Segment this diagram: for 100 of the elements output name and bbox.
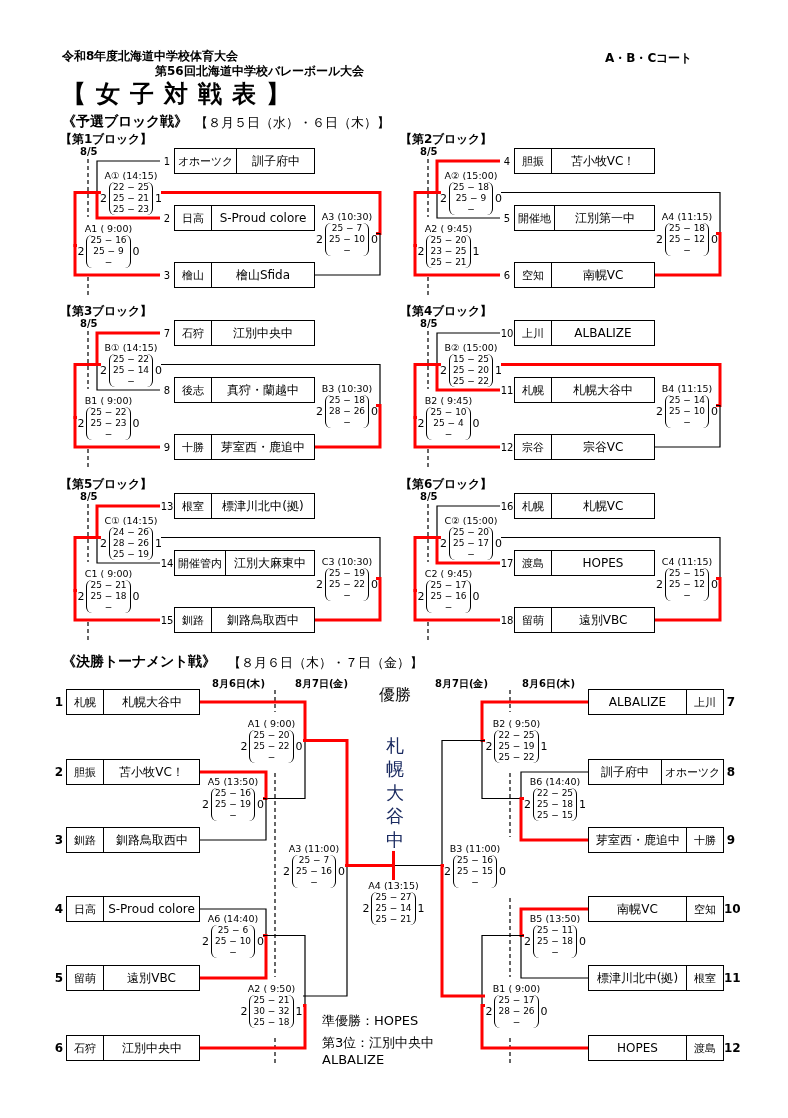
- region-label: 宗谷: [521, 439, 545, 456]
- set-count: 1: [416, 902, 426, 915]
- bracket-line: [413, 536, 441, 592]
- match-label: A② (15:00): [444, 170, 498, 182]
- seed-number: 2: [53, 765, 65, 779]
- bracket-line: [96, 536, 161, 564]
- team-name: 遠別VBC: [551, 608, 654, 632]
- set-score: 25 − 18: [452, 182, 490, 193]
- region-label: 空知: [521, 267, 545, 284]
- set-count: 2: [484, 1005, 494, 1018]
- seed-number: 10: [724, 902, 738, 916]
- set-score: −: [342, 245, 352, 256]
- bracket-line: [519, 907, 588, 937]
- region-label: 釧路: [73, 832, 97, 849]
- set-count: 0: [256, 798, 266, 811]
- header-text: 【８月５日（水）・６日（木）】: [195, 114, 390, 132]
- set-score: 25 − 18: [253, 1017, 290, 1028]
- bracket-line: [73, 416, 160, 449]
- set-count: 2: [654, 405, 664, 418]
- set-count: 2: [416, 417, 426, 430]
- team-name: 札幌大谷中: [551, 378, 654, 402]
- bracket-line: [95, 191, 160, 220]
- set-score: 25 − 22: [253, 741, 290, 752]
- match-label: C3 (10:30): [321, 556, 373, 568]
- team-name: 標津川北中(拠): [211, 494, 314, 518]
- set-score: 25 − 19: [112, 549, 150, 560]
- bracket-line: [160, 536, 381, 580]
- set-score: 25 − 21: [112, 193, 150, 204]
- date-label: 8/5: [80, 491, 98, 502]
- set-score: 25 − 17: [452, 538, 490, 549]
- section-heading: 《予選ブロック戦》: [62, 113, 188, 131]
- result-note: 準優勝：HOPES: [322, 1012, 419, 1030]
- bracket-line: [481, 934, 525, 1007]
- bracket-line: [73, 244, 160, 277]
- section-heading: 《決勝トーナメント戦》: [62, 653, 216, 671]
- team-name: 檜山Sfida: [211, 263, 314, 287]
- set-score: 25 − 12: [668, 234, 706, 245]
- header-text: 【８月６日（木）・７日（金）】: [228, 654, 423, 672]
- set-score: 25 − 7: [330, 223, 364, 234]
- set-score: 28 − 26: [498, 1006, 535, 1017]
- match-label: C② (15:00): [444, 515, 498, 527]
- set-score: 15 − 25: [452, 354, 490, 365]
- bracket-line: [440, 864, 485, 998]
- set-score: 25 − 15: [668, 568, 706, 579]
- seed-number: 12: [724, 1041, 738, 1055]
- set-score: 24 − 26: [112, 527, 150, 538]
- set-count: 0: [710, 233, 720, 246]
- set-score: −: [511, 1017, 522, 1028]
- date-label: 8/5: [80, 318, 98, 329]
- bracket-line: [314, 232, 381, 276]
- bracket-line: [199, 797, 267, 841]
- set-count: 2: [314, 578, 324, 591]
- set-score: 25 − 21: [430, 257, 467, 268]
- set-count: 2: [416, 245, 426, 258]
- bracket-line: [654, 404, 721, 448]
- set-score: 22 − 25: [498, 730, 535, 741]
- team-name: 江別中央中: [103, 1036, 199, 1060]
- set-score: 25 − 19: [328, 568, 366, 579]
- set-score: 22 − 25: [112, 182, 150, 193]
- team-name: 訓子府中: [600, 763, 650, 781]
- match-label: A2 ( 9:45): [424, 223, 473, 235]
- match-label: A4 (11:15): [661, 211, 713, 223]
- set-count: 0: [131, 590, 141, 603]
- set-count: 0: [154, 364, 164, 377]
- set-score: 25 − 21: [375, 914, 412, 925]
- set-count: 0: [498, 865, 508, 878]
- set-score: 25 − 18: [536, 799, 574, 810]
- region-label: 上川: [686, 690, 723, 714]
- set-count: 2: [98, 364, 108, 377]
- team-name: 苫小牧VC！: [103, 760, 199, 784]
- region-label: 後志: [181, 382, 205, 399]
- set-score: −: [470, 877, 480, 888]
- set-score: 25 − 9: [92, 246, 125, 257]
- region-label: 開催管内: [177, 555, 223, 572]
- region-label: 十勝: [686, 828, 723, 852]
- set-score: −: [682, 417, 692, 428]
- region-label: 根室: [686, 966, 723, 990]
- block-heading: 【第2ブロック】: [400, 131, 493, 147]
- date-label: 8月6日(木): [212, 677, 266, 691]
- set-score: 25 − 27: [375, 892, 412, 903]
- block-heading: 【第4ブロック】: [400, 303, 493, 319]
- match-label: B② (15:00): [444, 342, 498, 354]
- match-label: A5 (13:50): [207, 776, 259, 788]
- match-label: A3 (11:00): [288, 843, 340, 855]
- set-score: 25 − 18: [668, 223, 706, 234]
- bracket-line: [435, 159, 500, 194]
- set-count: 0: [471, 590, 481, 603]
- seed-number: 10: [500, 327, 514, 339]
- bracket-line: [199, 908, 267, 937]
- set-score: 25 − 20: [452, 365, 490, 376]
- match-label: A3 (10:30): [321, 211, 373, 223]
- region-label: 留萌: [73, 970, 97, 987]
- set-score: 25 − 17: [498, 995, 535, 1006]
- date-label: 8月7日(金): [435, 677, 489, 691]
- seed-number: 11: [724, 971, 738, 985]
- bracket-line: [95, 504, 160, 539]
- bracket-line: [262, 934, 306, 1007]
- bracket-line: [441, 739, 486, 867]
- set-count: 0: [370, 405, 380, 418]
- seed-number: 16: [500, 500, 514, 512]
